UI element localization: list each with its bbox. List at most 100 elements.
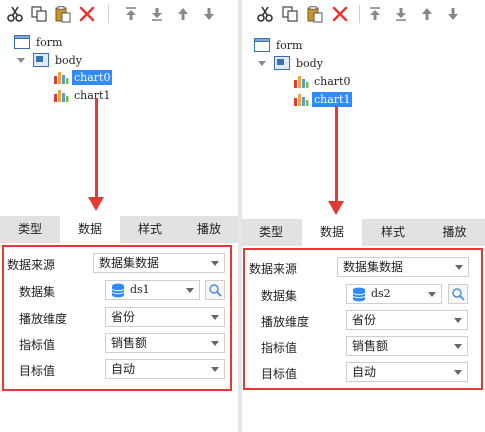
database-icon	[352, 287, 366, 302]
tree-node-chart0[interactable]: chart0	[53, 68, 113, 86]
body-icon	[33, 53, 49, 67]
move-up-icon[interactable]	[172, 3, 194, 25]
source-label: 数据来源	[249, 262, 298, 276]
source-value: 数据集数据	[99, 256, 160, 270]
form-icon	[254, 38, 270, 52]
tab-play[interactable]: 播放	[442, 225, 467, 239]
cut-icon[interactable]	[4, 3, 26, 25]
collapse-caret-icon[interactable]	[17, 58, 25, 63]
copy-icon[interactable]	[28, 3, 50, 25]
chart-icon	[294, 93, 309, 106]
target-select[interactable]: 自动	[105, 359, 225, 379]
move-top-icon[interactable]	[120, 3, 142, 25]
database-icon	[111, 283, 125, 298]
dimension-label: 播放维度	[19, 312, 68, 326]
dataset-select[interactable]: ds1	[105, 280, 200, 300]
toolbar-separator	[108, 5, 109, 23]
tab-data[interactable]: 数据	[302, 219, 362, 246]
dataset-label: 数据集	[19, 285, 56, 299]
tree-node-label: body	[296, 56, 323, 70]
tree-node-form[interactable]: form	[254, 36, 304, 54]
move-top-icon[interactable]	[364, 3, 386, 25]
tree-node-label: form	[276, 38, 303, 52]
metric-select[interactable]: 销售额	[346, 336, 468, 356]
tree-node-chart1[interactable]: chart1	[293, 90, 353, 108]
move-down-icon[interactable]	[442, 3, 464, 25]
metric-label: 指标值	[261, 341, 298, 355]
metric-select[interactable]: 销售额	[105, 333, 225, 353]
tree-node-label: form	[36, 35, 63, 49]
tab-type[interactable]: 类型	[258, 225, 283, 239]
dataset-value: ds1	[130, 283, 150, 296]
chart-icon	[54, 71, 69, 84]
right-panel: form body chart0 chart1 类型 数据 样式 播放 数据来源…	[242, 0, 485, 432]
move-up-icon[interactable]	[416, 3, 438, 25]
metric-value: 销售额	[352, 339, 389, 353]
delete-icon[interactable]	[76, 3, 98, 25]
search-icon	[209, 284, 222, 297]
target-value: 自动	[111, 362, 136, 376]
source-select[interactable]: 数据集数据	[337, 257, 469, 277]
delete-icon[interactable]	[329, 3, 351, 25]
dimension-value: 省份	[111, 310, 136, 324]
cut-icon[interactable]	[254, 3, 276, 25]
tree-node-body[interactable]: body	[274, 54, 325, 72]
collapse-caret-icon[interactable]	[258, 61, 266, 66]
paste-icon[interactable]	[304, 3, 326, 25]
tree-node-label: chart1	[74, 88, 111, 102]
dimension-value: 省份	[352, 313, 377, 327]
chevron-down-icon	[206, 334, 224, 352]
target-value: 自动	[352, 365, 377, 379]
search-button[interactable]	[448, 284, 468, 304]
dimension-label: 播放维度	[261, 315, 310, 329]
tree-node-label: body	[55, 53, 82, 67]
dimension-select[interactable]: 省份	[105, 307, 225, 327]
chart-icon	[54, 89, 69, 102]
chevron-down-icon	[450, 258, 468, 276]
chevron-down-icon	[449, 337, 467, 355]
search-button[interactable]	[205, 280, 225, 300]
toolbar-separator	[359, 5, 360, 23]
move-down-icon[interactable]	[198, 3, 220, 25]
metric-label: 指标值	[19, 338, 56, 352]
highlight-arrow-line	[335, 106, 338, 202]
chevron-down-icon	[423, 285, 441, 303]
chevron-down-icon	[206, 308, 224, 326]
move-bottom-icon[interactable]	[390, 3, 412, 25]
tab-bar: 类型 数据 样式 播放	[242, 219, 485, 246]
tree-node-body[interactable]: body	[33, 51, 84, 69]
move-bottom-icon[interactable]	[146, 3, 168, 25]
tab-style[interactable]: 样式	[137, 222, 162, 236]
toolbar	[0, 0, 238, 28]
data-settings-box: 数据来源 数据集数据 数据集 ds1 播放维度 省份 指标值 销售额 目标值 自…	[2, 245, 232, 391]
tree-node-chart1[interactable]: chart1	[53, 86, 112, 104]
source-select[interactable]: 数据集数据	[93, 253, 225, 273]
dataset-value: ds2	[371, 287, 391, 300]
tab-data[interactable]: 数据	[60, 216, 120, 243]
tab-type[interactable]: 类型	[17, 222, 42, 236]
tab-bar: 类型 数据 样式 播放	[0, 216, 238, 243]
body-icon	[274, 56, 290, 70]
left-panel: form body chart0 chart1 类型 数据 样式 播放 数据来源…	[0, 0, 238, 432]
chevron-down-icon	[181, 281, 199, 299]
tab-style[interactable]: 样式	[380, 225, 405, 239]
dataset-select[interactable]: ds2	[346, 284, 442, 304]
dataset-label: 数据集	[261, 289, 298, 303]
chevron-down-icon	[449, 311, 467, 329]
paste-icon[interactable]	[52, 3, 74, 25]
tree-node-form[interactable]: form	[14, 33, 64, 51]
dimension-select[interactable]: 省份	[346, 310, 468, 330]
data-settings-box: 数据来源 数据集数据 数据集 ds2 播放维度 省份 指标值 销售额 目标值 自…	[243, 248, 483, 390]
tab-play[interactable]: 播放	[196, 222, 221, 236]
chevron-down-icon	[206, 254, 224, 272]
copy-icon[interactable]	[279, 3, 301, 25]
tree-node-chart0[interactable]: chart0	[293, 72, 352, 90]
source-value: 数据集数据	[343, 260, 404, 274]
tree-node-label: chart1	[312, 91, 353, 107]
target-select[interactable]: 自动	[346, 362, 468, 382]
target-label: 目标值	[19, 364, 56, 378]
highlight-arrow-head	[88, 197, 104, 211]
chart-icon	[294, 75, 309, 88]
target-label: 目标值	[261, 367, 298, 381]
tree-node-label: chart0	[314, 74, 351, 88]
